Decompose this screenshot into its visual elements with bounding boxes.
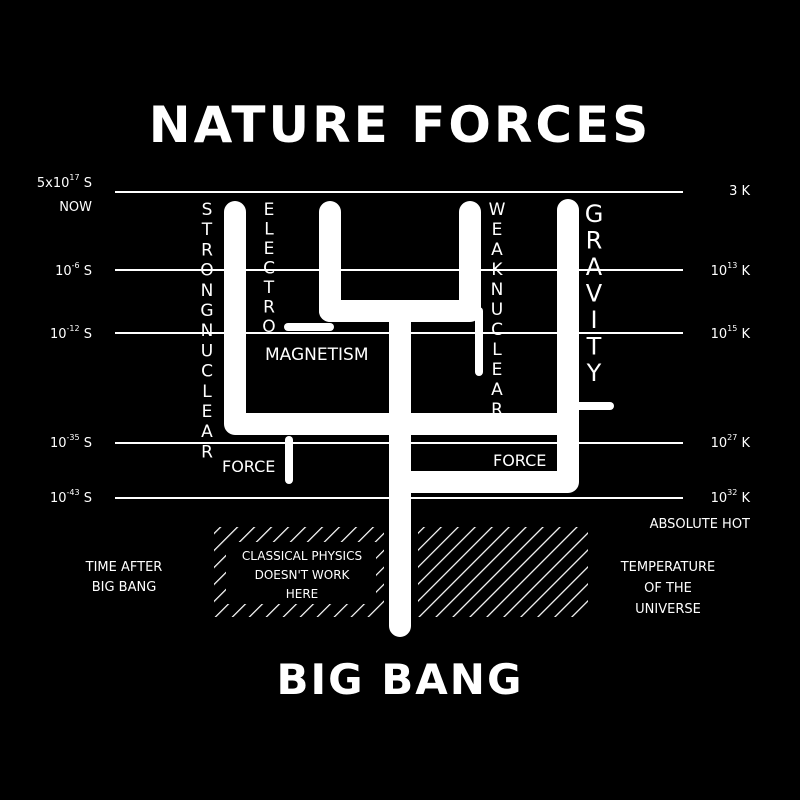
magnetism-label: MAGNETISM (265, 345, 369, 365)
hatched-region-right (418, 527, 588, 617)
strong-force-label: FORCE (222, 457, 275, 476)
weak-nuclear-vertical-letter-3: K (491, 260, 503, 280)
weak-nuclear-vertical-letter-0: W (489, 200, 506, 220)
weak-nuclear-vertical-letter-2: A (491, 240, 503, 260)
electro-vertical-letter-6: O (262, 317, 275, 337)
classical-note-line-2: HERE (286, 587, 319, 601)
gravity-vertical-letter-6: Y (586, 359, 602, 387)
classical-note-line-1: DOESN'T WORK (255, 568, 351, 582)
weak-nuclear-vertical-letter-7: L (492, 340, 502, 360)
weak-nuclear-vertical-letter-1: E (492, 220, 503, 240)
temperature-tick-label-4: 1032 K (711, 488, 751, 506)
strong-nuclear-vertical-letter-5: G (200, 301, 213, 321)
time-tick-label-2: 10-12 S (50, 324, 92, 342)
strong-nuclear-vertical-letter-6: N (201, 321, 214, 341)
weak-nuclear-vertical-letter-8: E (492, 360, 503, 380)
time-tick-sublabel-0: NOW (59, 200, 92, 215)
gravity-vertical-letter-5: T (586, 333, 602, 361)
strong-nuclear-vertical-letter-2: R (201, 240, 213, 260)
electro-vertical-letter-3: C (263, 259, 275, 279)
strong-nuclear-vertical-letter-0: S (202, 200, 213, 220)
page-title: NATURE FORCES (148, 96, 652, 154)
strong-nuclear-vertical-letter-3: O (200, 261, 213, 281)
electro-vertical-letter-1: L (264, 220, 274, 240)
classical-note-box (226, 542, 376, 604)
weak-force-label: FORCE (493, 451, 546, 470)
time-tick-label-1: 10-6 S (55, 261, 92, 279)
time-axis-caption-1: BIG BANG (92, 580, 157, 595)
electroweak-join-branch (319, 201, 481, 322)
strong-nuclear-vertical-letter-11: A (201, 422, 213, 442)
electro-vertical-letter-2: E (264, 239, 275, 259)
gravity-vertical-letter-1: R (586, 227, 603, 255)
strong-nuclear-vertical-letter-10: E (202, 402, 213, 422)
weak-nuclear-vertical-letter-4: N (491, 280, 504, 300)
weak-nuclear-vertical-letter-9: A (491, 380, 503, 400)
strong-nuclear-vertical-letter-4: N (201, 281, 214, 301)
time-tick-label-4: 10-43 S (50, 488, 92, 506)
strong-nuclear-vertical-letter-9: L (202, 382, 212, 402)
trunk-branch (389, 199, 579, 637)
temperature-axis-caption-2: UNIVERSE (635, 602, 701, 617)
strong-nuclear-vertical-letter-12: R (201, 442, 213, 462)
strong-nuclear-vertical-letter-8: C (201, 362, 213, 382)
electro-vertical-letter-0: E (264, 200, 275, 220)
big-bang-label: BIG BANG (276, 655, 524, 704)
time-tick-label-3: 10-35 S (50, 433, 92, 451)
gravity-vertical-letter-4: I (590, 306, 597, 334)
strong-nuclear-vertical-letter-7: U (201, 341, 213, 361)
temperature-tick-label-1: 1013 K (711, 261, 751, 279)
time-tick-label-0: 5x1017 S (37, 173, 92, 191)
temperature-tick-sublabel-4: ABSOLUTE HOT (650, 517, 750, 532)
strong-nuclear-vertical-letter-1: T (201, 220, 213, 240)
temperature-tick-label-2: 1015 K (711, 324, 751, 342)
electro-vertical-letter-4: T (263, 278, 275, 298)
gravity-vertical-letter-3: V (586, 280, 603, 308)
strong-branch (224, 201, 411, 435)
weak-nuclear-vertical-letter-6: C (491, 320, 503, 340)
weak-nuclear-vertical-letter-10: R (491, 400, 503, 420)
gravity-vertical-letter-0: G (585, 200, 604, 228)
time-axis-caption-0: TIME AFTER (85, 560, 163, 575)
weak-nuclear-vertical-letter-5: U (491, 300, 503, 320)
gravity-vertical-letter-2: A (586, 253, 603, 281)
classical-note-line-0: CLASSICAL PHYSICS (242, 549, 362, 563)
temperature-tick-label-3: 1027 K (711, 433, 751, 451)
electro-vertical-letter-5: R (263, 298, 275, 318)
temperature-axis-caption-1: OF THE (644, 581, 692, 596)
temperature-axis-caption-0: TEMPERATURE (620, 560, 716, 575)
temperature-tick-label-0: 3 K (729, 184, 750, 199)
